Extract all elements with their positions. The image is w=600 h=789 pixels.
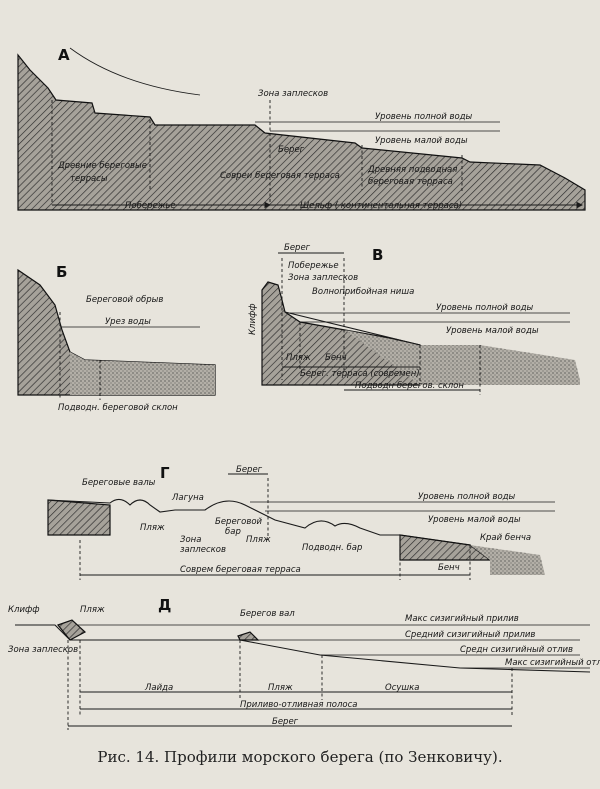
v-bench-label: Бенч (325, 353, 347, 363)
d-berm (237, 631, 260, 641)
a-zona-label: Зона заплесков (258, 89, 328, 99)
panel-d: Д Клифф Пляж Берегов вал Зона заплесков … (8, 596, 600, 730)
b-obryv-label: Береговой обрыв (86, 295, 163, 305)
figure-caption: Рис. 14. Профили морского берега (по Зен… (97, 748, 503, 766)
g-bench-label: Бенч (438, 563, 460, 573)
a-poberezhe-label: Побережье (125, 201, 176, 211)
v-zona-label: Зона заплесков (288, 273, 358, 283)
g-zona2-label: заплесков (180, 545, 226, 555)
v-nisha-label: Волноприбойная ниша (312, 287, 414, 297)
b-urez-label: Урез воды (105, 317, 151, 327)
a-drevnie-label: Древние береговые (57, 161, 147, 171)
v-terrasa-label: Берег. терраса (современ) (300, 369, 420, 379)
d-layda-label: Лайда (144, 683, 173, 693)
a-terrasy-label: террасы (70, 174, 108, 184)
v-cliff (261, 281, 421, 386)
panel-v-letter: В (372, 246, 383, 264)
d-cliff (57, 619, 87, 641)
g-zona1-label: Зона (180, 535, 201, 545)
d-sred-priliv-label: Средний сизигийный прилив (405, 630, 535, 640)
v-bench-line (284, 311, 421, 346)
d-zona-label: Зона заплесков (8, 645, 78, 655)
g-podv-bar-label: Подводн. бар (302, 543, 362, 553)
g-plyazh1-label: Пляж (140, 523, 165, 533)
panel-a: А Зона заплесков Уровень полной воды Уро… (17, 46, 586, 211)
v-high-water-label: Уровень полной воды (436, 303, 534, 313)
g-terrasa-label: Соврем береговая терраса (180, 565, 301, 575)
panel-g-letter: Г (160, 464, 170, 482)
panel-g: Г Береговые валы Берег Лагуна Уровень по… (47, 464, 555, 580)
a-drevn-podv-1: Древняя подводная (367, 165, 457, 175)
g-high-water-label: Уровень полной воды (418, 492, 516, 502)
v-kliff-label: Клифф (248, 303, 258, 335)
d-bereg-val-label: Берегов вал (240, 609, 295, 619)
d-bereg-label: Берег (272, 717, 299, 727)
b-sand (70, 352, 215, 395)
v-bereg-label: Берег (284, 243, 311, 253)
g-bar-label: бар (225, 527, 241, 537)
a-shelf-label: Шельф ( континентальная терраса) (300, 201, 462, 211)
panel-b-letter: Б (56, 263, 67, 281)
panel-d-letter: Д (158, 596, 171, 614)
v-low-water-label: Уровень малой воды (446, 326, 539, 336)
d-sred-otliv-label: Средн сизигийный отлив (460, 645, 573, 655)
d-polosa-label: Приливо-отливная полоса (240, 700, 358, 710)
a-bereg-label: Берег (278, 145, 305, 155)
d-maks-priliv-label: Макс сизигийный прилив (405, 614, 519, 624)
a-low-water-label: Уровень малой воды (375, 136, 468, 146)
g-bereg-label: Берег (236, 465, 263, 475)
a-ground-profile (17, 53, 586, 211)
d-osushka-label: Осушка (385, 683, 420, 693)
g-valy-label: Береговые валы (82, 478, 156, 488)
a-terrain-line (69, 47, 201, 96)
g-left-block (47, 499, 111, 536)
g-plyazh2-label: Пляж (246, 535, 271, 545)
a-drevn-podv-2: береговая терраса (368, 177, 453, 187)
g-low-water-label: Уровень малой воды (428, 515, 521, 525)
d-kliff-label: Клифф (8, 605, 40, 615)
panel-v: В Берег Побережье Зона заплесков Волнопр… (248, 243, 580, 395)
a-high-water-label: Уровень полной воды (375, 112, 473, 122)
g-ridges-profile (47, 498, 491, 561)
d-plyazh-label: Пляж (80, 605, 105, 615)
d-maks-otliv-label: Макс сизигийный отлив (505, 658, 600, 668)
v-sand (345, 330, 580, 385)
g-laguna-label: Лагуна (171, 493, 204, 503)
g-bereg-bar-label: Береговой (215, 517, 263, 527)
d-plyazh2-label: Пляж (268, 683, 293, 693)
panel-a-letter: А (58, 46, 70, 64)
v-sklon-label: Подводн берегов. склон (355, 381, 464, 391)
v-plyazh-label: Пляж (286, 353, 311, 363)
v-poberezhe-label: Побережье (288, 261, 339, 271)
a-sovrem-label: Совреи береговая терраса (220, 171, 340, 181)
b-sklon-label: Подводн. береговой склон (58, 403, 178, 413)
panel-b: Б Береговой обрыв Урез воды Подводн. бер… (17, 263, 216, 413)
g-sand (470, 545, 545, 575)
g-kray-label: Край бенча (480, 533, 531, 543)
